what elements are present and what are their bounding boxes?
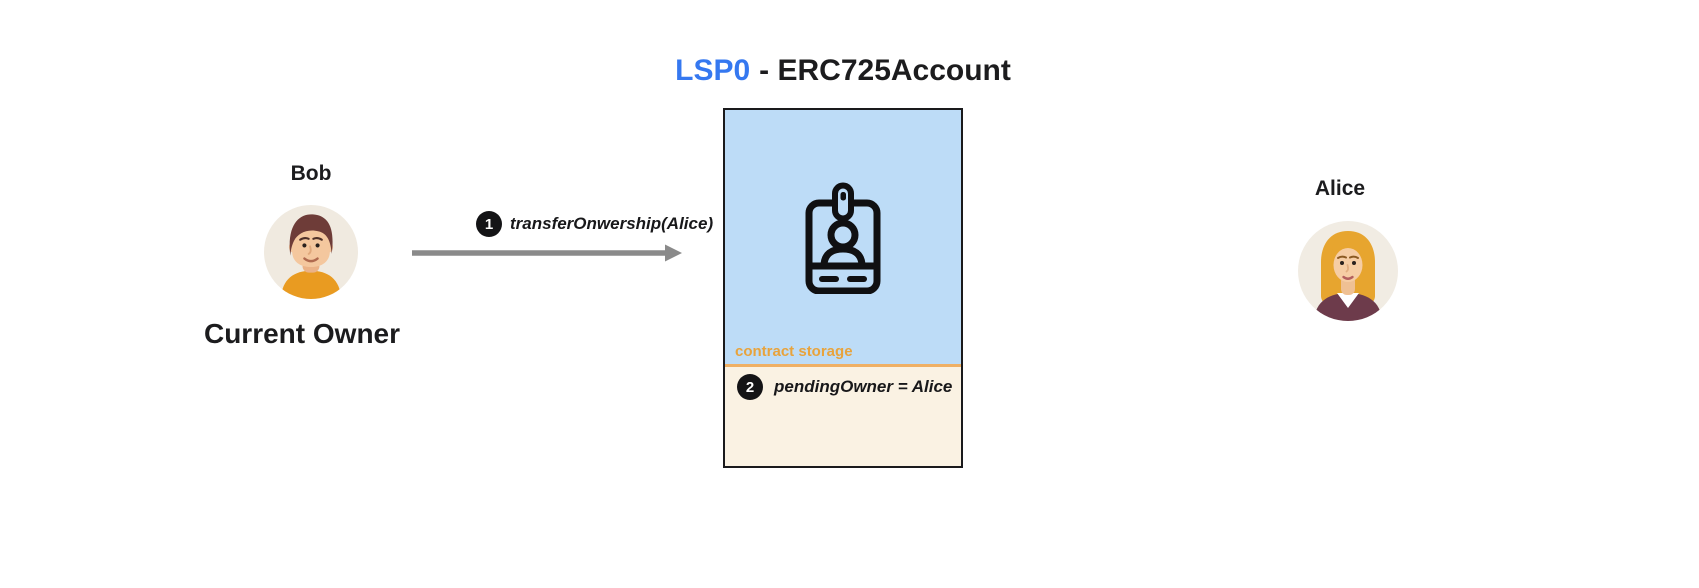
title-lsp0: LSP0 [675, 54, 751, 87]
title-erc725account: - ERC725Account [759, 54, 1011, 87]
man-avatar-icon [264, 205, 358, 299]
step-2-badge: 2 [737, 374, 763, 400]
bob-role-label: Current Owner [203, 318, 401, 349]
right-arrow-icon [412, 244, 682, 262]
contract-storage-label: contract storage [735, 343, 853, 360]
bob-name-label: Bob [290, 162, 332, 185]
pending-owner-value: pendingOwner = Alice [774, 377, 953, 396]
contract-body-section: contract storage [725, 110, 961, 367]
page-title: LSP0- ERC725Account [543, 54, 1143, 88]
contract-storage-section: 2 pendingOwner = Alice [725, 367, 961, 466]
woman-avatar-icon [1298, 221, 1398, 321]
id-badge-icon [805, 182, 881, 294]
transfer-ownership-label: transferOnwership(Alice) [510, 214, 714, 233]
erc725account-contract-box: contract storage 2 pendingOwner = Alice [723, 108, 963, 468]
alice-name-label: Alice [1314, 177, 1366, 200]
step-1-badge: 1 [476, 211, 502, 237]
